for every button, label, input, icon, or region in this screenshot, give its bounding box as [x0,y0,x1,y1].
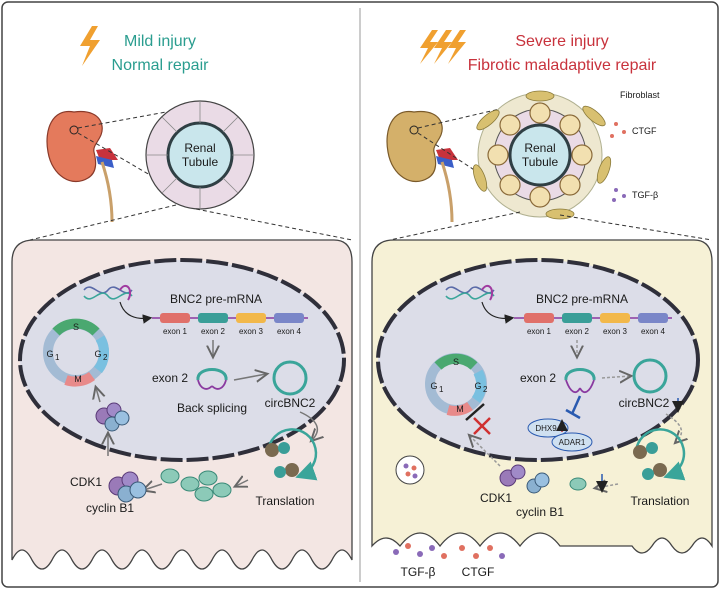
lightning-icon [80,26,100,66]
right-phase-m: M [456,404,464,414]
ctgf-label: CTGF [632,126,657,136]
right-exon2-loop [564,368,596,381]
tgfb-dots [612,188,626,202]
bnc2-protein-blobs [160,468,232,502]
fibrotic-tubule-label-line2: Tubule [522,155,559,169]
right-panel: Severe injury Fibrotic maladaptive repai… [371,30,713,579]
block-x-icon [473,417,491,435]
renal-tubule-cross-section: Renal Tubule [145,100,255,210]
right-translation-ribosome [633,428,686,481]
right-dna-icon [445,284,495,301]
exon-2-label: exon 2 [201,327,226,336]
right-pre-mrna-label: BNC2 pre-mRNA [536,292,628,306]
secreted-tgfb-label: TGF-β [401,565,436,579]
secreted-ctgf-label: CTGF [462,565,495,579]
fibrotic-tubule-cross-section: Renal Tubule [472,90,612,220]
severe-lightning-icon [420,30,466,64]
right-phase-g2: G [474,381,481,391]
right-phase-s: S [453,357,459,367]
left-pre-mrna: exon 1 exon 2 exon 3 exon 4 [152,313,308,336]
exon-1-label: exon 1 [163,327,188,336]
circbnc2-label: circBNC2 [265,396,316,410]
phase-g2-sub: 2 [103,353,108,362]
right-phase-g1: G [430,381,437,391]
adar1-bubble [551,432,593,452]
nuclear-cdk1-cyclin [95,402,130,432]
tgfb-label: TGF-β [632,190,658,200]
right-translation-label: Translation [631,494,690,508]
phase-m: M [74,374,82,384]
right-cyclin-b1-label: cyclin B1 [516,505,564,519]
right-exon-4-label: exon 4 [641,327,666,336]
fibrotic-kidney-icon [386,110,458,223]
inhibition-line [570,395,582,415]
exon-4-label: exon 4 [277,327,302,336]
phase-g1: G [46,349,53,359]
cdk1-label: CDK1 [70,475,102,489]
right-pre-mrna: exon 1 exon 2 exon 3 exon 4 [514,313,672,336]
dna-icon [83,284,133,301]
fibroblast-label: Fibroblast [620,90,660,100]
translation-label: Translation [256,494,315,508]
right-cdk1-label: CDK1 [480,491,512,505]
secreted-factor-dots [393,543,505,559]
ctgf-dots [610,122,626,138]
phase-s: S [73,322,79,332]
right-exon-2-label: exon 2 [565,327,590,336]
tubule-label-line1: Renal [184,141,215,155]
right-exon-3-label: exon 3 [603,327,628,336]
severe-injury-title: Severe injury [515,33,608,50]
phase-g2: G [94,349,101,359]
cytoplasmic-vesicle [395,455,425,485]
exon-3-label: exon 3 [239,327,264,336]
left-cell-cycle: S G 1 G 2 M [43,318,110,387]
cyclin-b1-label: cyclin B1 [86,501,134,515]
right-cdk1-cyclin-complex [499,464,550,494]
right-cell-cycle: S G 1 G 2 M [425,353,488,421]
exon2-loop [196,368,228,381]
fibrotic-repair-title: Fibrotic maladaptive repair [468,57,657,74]
translation-ribosome [265,428,318,481]
mild-injury-title: Mild injury [124,33,196,50]
kidney-icon [46,110,118,223]
normal-repair-title: Normal repair [112,57,210,74]
left-panel: Mild injury Normal repair [11,26,353,570]
tubule-label-line2: Tubule [182,155,219,169]
right-exon-1-label: exon 1 [527,327,552,336]
exon2-label: exon 2 [152,371,188,385]
adar1-label: ADAR1 [559,438,586,447]
circbnc2-ring [272,360,308,396]
right-protein-blob [569,477,587,491]
right-circbnc2-ring [632,358,668,394]
dhx9-label: DHX9 [535,424,557,433]
pre-mrna-label: BNC2 pre-mRNA [170,292,262,306]
right-circbnc2-label: circBNC2 [619,396,670,410]
fibrotic-tubule-label-line1: Renal [524,141,555,155]
back-splicing-label: Back splicing [177,401,247,415]
cdk1-cyclin-complex [108,471,147,503]
right-phase-g2-sub: 2 [483,385,488,394]
right-phase-g1-sub: 1 [439,385,444,394]
right-exon2-label: exon 2 [520,371,556,385]
phase-g1-sub: 1 [55,353,60,362]
